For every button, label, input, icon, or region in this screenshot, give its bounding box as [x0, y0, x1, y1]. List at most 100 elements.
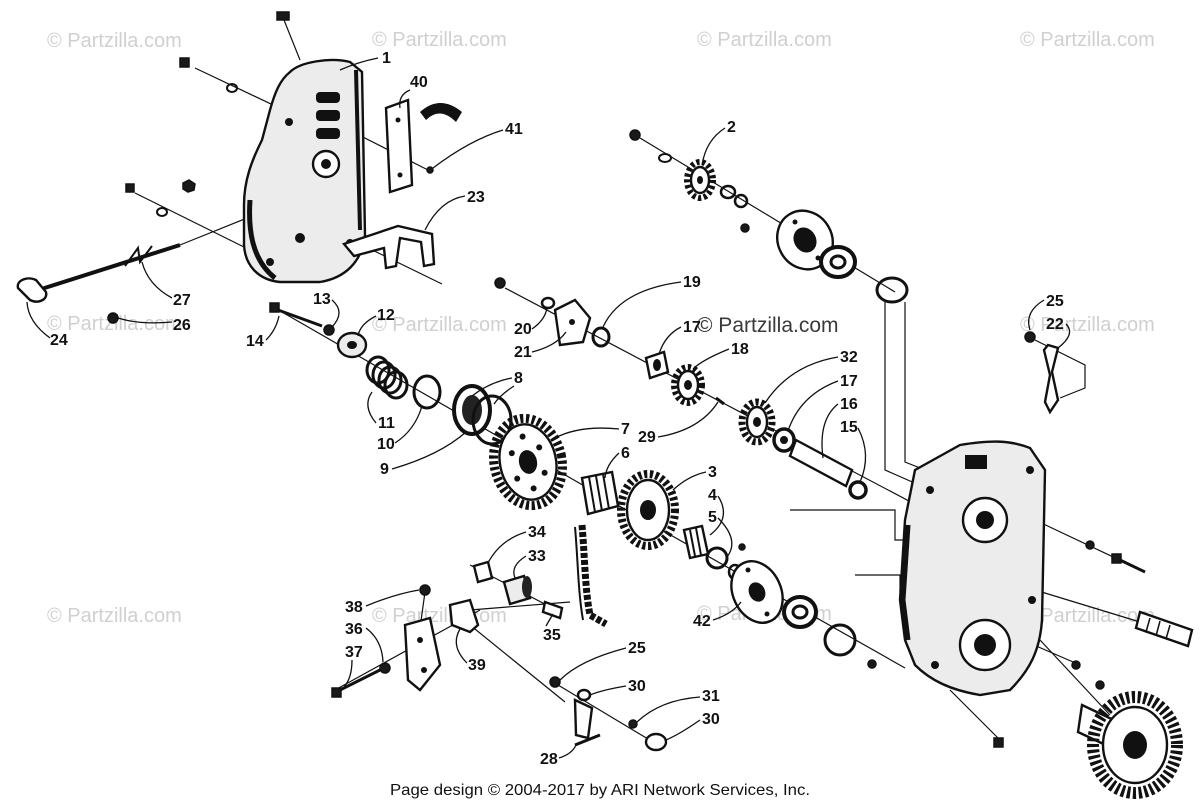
callout-label: 3	[708, 464, 717, 481]
callout-label: 15	[840, 419, 858, 436]
callout-label: 2	[727, 119, 736, 136]
callout-label: 30	[628, 678, 646, 695]
bolt-20	[494, 277, 556, 310]
callout-label: 31	[702, 688, 720, 705]
callout-label: 14	[246, 333, 264, 350]
leader-line	[531, 307, 548, 330]
callout-label: 25	[1046, 293, 1064, 310]
watermark-text: © Partzilla.com	[1020, 29, 1155, 51]
washers-25-30-31	[549, 676, 668, 752]
output-shaft	[1134, 610, 1194, 648]
bearing-8	[452, 384, 492, 436]
watermark-text: © Partzilla.com	[1020, 605, 1155, 627]
callout-label: 17	[683, 319, 701, 336]
assembly-axis-line	[639, 137, 896, 293]
leader-line	[821, 403, 839, 459]
leader-line	[357, 315, 377, 337]
leader-line	[493, 385, 515, 405]
case-bolts-right	[867, 540, 1146, 748]
bearing-17b	[772, 427, 796, 453]
gear-3	[617, 470, 679, 550]
pin-35	[541, 600, 564, 620]
snap-ring-lower	[823, 623, 857, 657]
leader-line	[658, 326, 682, 355]
leader-line	[701, 127, 726, 166]
leader-line	[455, 628, 468, 664]
nut-13	[323, 324, 335, 336]
leader-line	[665, 719, 701, 741]
leader-line	[394, 405, 423, 444]
leader-line	[367, 391, 377, 424]
callout-label: 19	[683, 274, 701, 291]
leader-line	[602, 281, 682, 328]
cover-top-bolt	[276, 11, 290, 21]
leader-line	[709, 495, 725, 536]
assembly-axis-line	[469, 624, 566, 703]
callout-label: 30	[702, 711, 720, 728]
leader-line	[672, 471, 707, 491]
bolt-washer-set-top-right	[629, 129, 750, 233]
callout-label: 37	[345, 644, 363, 661]
leader-line	[343, 659, 353, 688]
callout-label: 18	[731, 341, 749, 358]
leader-line	[787, 380, 839, 432]
large-sprocket-7	[489, 413, 567, 511]
gear-32	[738, 398, 776, 446]
roller-33	[502, 574, 532, 606]
leader-lines	[26, 57, 1071, 759]
callout-label: 26	[173, 317, 191, 334]
callout-label: 39	[468, 657, 486, 674]
tensioner-plate-36	[379, 616, 442, 692]
callout-label: 7	[621, 421, 630, 438]
sprocket-2	[684, 159, 716, 201]
bracket-22	[1024, 331, 1060, 415]
cover-plate-40	[384, 98, 414, 194]
assembly-axis-line	[469, 601, 571, 611]
assembly-axis-line	[855, 574, 901, 592]
callout-label: 40	[410, 74, 428, 91]
leader-line	[424, 195, 466, 231]
watermark-text: © Partzilla.com	[372, 29, 507, 51]
callout-label: 17	[840, 373, 858, 390]
bearing-flange-42	[730, 560, 784, 624]
callout-label: 42	[693, 613, 711, 630]
watermark-text: © Partzilla.com	[47, 313, 182, 335]
leader-line	[265, 315, 280, 341]
assembly-axis-line	[283, 19, 301, 61]
leader-line	[339, 57, 379, 71]
leader-line	[365, 589, 420, 607]
callout-label: 34	[528, 524, 546, 541]
watermark-text: © Partzilla.com	[47, 30, 182, 52]
leader-line	[717, 517, 733, 558]
leader-line	[487, 531, 527, 564]
assembly-axis-line	[1039, 639, 1111, 716]
watermark-text: © Partzilla.com	[697, 29, 832, 51]
leader-line	[391, 431, 467, 470]
callout-label: 38	[345, 599, 363, 616]
drive-chain	[574, 524, 608, 628]
leader-line	[399, 89, 411, 109]
callout-label: 32	[840, 349, 858, 366]
callout-label: 29	[638, 429, 656, 446]
watermark-text: © Partzilla.com	[47, 605, 182, 627]
watermark-text-center: © Partzilla.com	[697, 314, 839, 337]
bracket-39	[448, 598, 480, 634]
spring-11	[365, 355, 409, 400]
leader-line	[558, 744, 577, 759]
spring-cap-12	[336, 331, 368, 359]
snap-ring-10	[412, 374, 442, 410]
drive-sprocket	[1076, 691, 1183, 799]
cover-bolts	[125, 57, 238, 217]
assembly-axis-line	[552, 681, 659, 746]
callout-label: 36	[345, 621, 363, 638]
snap-ring-top	[875, 276, 909, 304]
callout-label: 4	[708, 487, 717, 504]
leader-line	[26, 301, 51, 339]
bearing-top	[819, 245, 857, 279]
leader-line	[604, 452, 620, 479]
key-29	[715, 396, 725, 406]
watermark-text: © Partzilla.com	[372, 314, 507, 336]
callout-label: 33	[528, 548, 546, 565]
callout-labels: 1 40 41 2 23 27 24 26 13 12 14 11 10 9 8…	[50, 50, 1064, 768]
